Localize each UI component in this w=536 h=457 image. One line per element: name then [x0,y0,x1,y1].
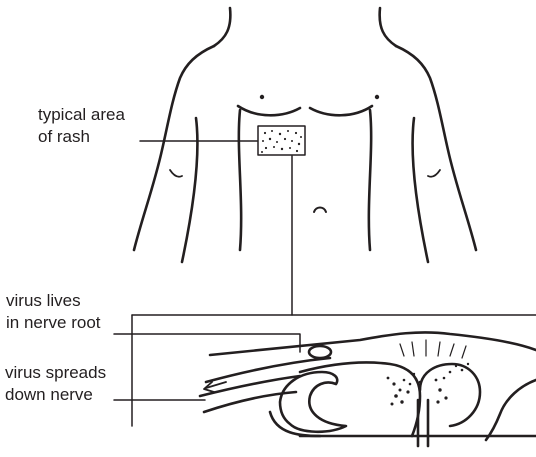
left-nipple [260,95,264,99]
spread-label-line-1: virus spreads [5,362,106,384]
rash-label-line-2: of rash [38,126,125,148]
nerve-root-label-line-1: virus lives [6,290,101,312]
rash-label: typical area of rash [38,104,125,148]
nerve-root-label: virus lives in nerve root [6,290,101,334]
nerve-root-label-line-2: in nerve root [6,312,101,334]
navel [314,208,326,213]
rash-spots [261,130,302,153]
spread-label: virus spreads down nerve [5,362,106,406]
right-nipple [375,95,379,99]
spread-label-line-2: down nerve [5,384,106,406]
rash-label-line-1: typical area [38,104,125,126]
nerve-cross-section [200,332,536,446]
